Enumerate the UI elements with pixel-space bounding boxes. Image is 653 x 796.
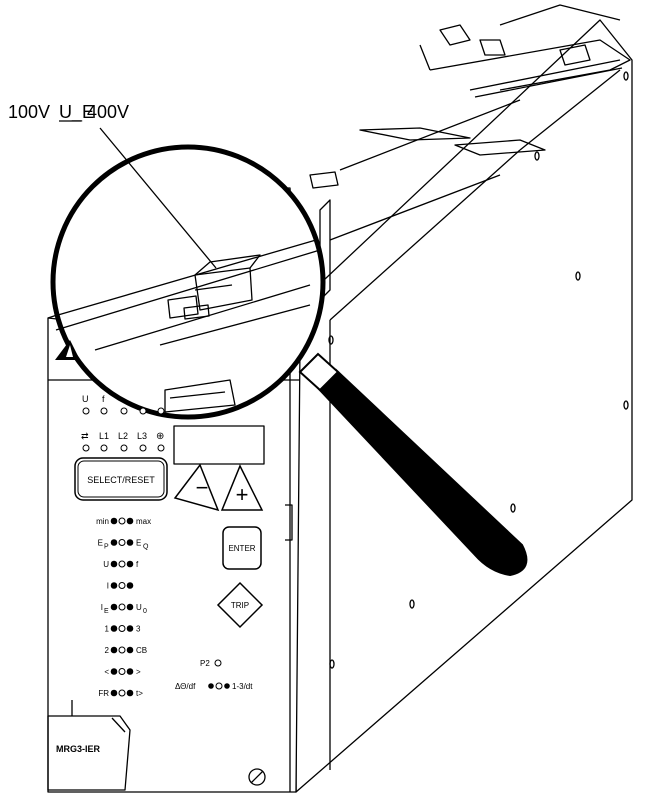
callout-label-prefix: 100V xyxy=(8,102,50,122)
led-label-arrows: ⇄ xyxy=(81,431,89,441)
indicator-label-left-8: FR xyxy=(98,689,109,698)
indicator-label-right-2: f xyxy=(136,560,139,569)
warning-triangle-icon xyxy=(55,340,80,360)
magnifier-handle xyxy=(316,368,528,577)
enter-label: ENTER xyxy=(228,544,255,553)
indicator-led-5-1 xyxy=(118,625,126,632)
dtheta-label: ΔΘ/df xyxy=(175,682,196,691)
chassis-screws xyxy=(328,71,629,669)
indicator-label-left-0: min xyxy=(96,517,109,526)
indicator-label-right-7: > xyxy=(136,668,141,677)
trip-button[interactable] xyxy=(216,581,264,629)
display-window xyxy=(173,425,265,465)
top-led-row-1 xyxy=(82,407,165,415)
indicator-led-7-2 xyxy=(126,668,134,675)
indicator-label-left-2: U xyxy=(103,560,109,569)
select-reset-label: SELECT/RESET xyxy=(87,475,155,485)
indicator-leds xyxy=(110,517,134,697)
indicator-label-left-6: 2 xyxy=(105,646,110,655)
indicator-led-6-0 xyxy=(110,646,118,654)
callout-label-middle: U_E xyxy=(59,102,94,123)
indicator-led-0-0 xyxy=(110,517,118,525)
indicator-led-5-2 xyxy=(126,625,134,632)
callout-leader xyxy=(99,127,217,269)
indicator-led-4-2 xyxy=(126,603,134,611)
indicator-led-6-2 xyxy=(126,646,134,654)
indicator-label-left-sub-1: P xyxy=(104,544,109,551)
indicator-led-8-0 xyxy=(110,689,118,697)
indicator-led-3-0 xyxy=(110,582,118,589)
plus-button[interactable] xyxy=(220,464,264,511)
indicator-label-right-1: E xyxy=(136,539,141,548)
dtheta-led-right xyxy=(224,683,230,689)
indicator-led-3-1 xyxy=(118,582,126,589)
chassis xyxy=(281,4,633,793)
enter-button[interactable] xyxy=(222,526,262,570)
indicator-led-1-2 xyxy=(126,539,134,546)
indicator-led-8-1 xyxy=(118,689,126,697)
indicator-led-7-0 xyxy=(110,668,118,675)
indicator-label-right-4: U xyxy=(136,603,142,612)
indicator-led-0-1 xyxy=(118,517,126,525)
indicator-label-right-sub-4: 0 xyxy=(143,608,147,615)
led-label-earth: ⊕ xyxy=(156,431,164,442)
trip-label: TRIP xyxy=(231,601,249,610)
indicator-led-6-1 xyxy=(118,646,126,654)
dt-label: 1-3/dt xyxy=(232,682,253,691)
indicator-led-0-2 xyxy=(126,517,134,525)
indicator-label-left-3: I xyxy=(107,582,109,591)
callout-label: 100V U_E 400V xyxy=(8,102,129,123)
indicator-label-right-sub-1: Q xyxy=(143,544,149,551)
led-label-l1: L1 xyxy=(99,431,109,441)
indicator-label-left-5: 1 xyxy=(105,625,110,634)
indicator-label-left-sub-4: E xyxy=(104,608,109,615)
indicator-label-left-7: < xyxy=(104,668,109,677)
magnifier-lens xyxy=(50,144,326,420)
indicator-led-5-0 xyxy=(110,625,118,632)
indicator-led-3-2 xyxy=(126,582,134,589)
indicator-led-4-0 xyxy=(110,603,118,611)
dtheta-led-left xyxy=(208,683,214,689)
minus-button[interactable] xyxy=(173,463,220,512)
select-reset-button[interactable] xyxy=(74,457,168,501)
plus-label: + xyxy=(236,482,249,507)
indicator-label-right-8: t> xyxy=(136,689,143,698)
dtheta-led-mid xyxy=(215,682,223,690)
indicator-label-right-5: 3 xyxy=(136,625,141,634)
callout-label-suffix: 400V xyxy=(87,102,129,122)
indicator-label-left-4: I xyxy=(101,603,103,612)
indicator-label-right-6: CB xyxy=(136,646,147,655)
indicator-led-2-0 xyxy=(110,560,118,568)
indicator-led-2-2 xyxy=(126,560,134,568)
indicator-led-4-1 xyxy=(118,603,126,611)
minus-label: − xyxy=(196,475,209,500)
led-label-f: f xyxy=(102,394,105,404)
top-led-row-2 xyxy=(82,444,165,452)
indicator-led-1-0 xyxy=(110,539,118,546)
panel-screw xyxy=(248,768,266,786)
led-label-l3: L3 xyxy=(137,431,147,441)
indicator-label-right-0: max xyxy=(136,517,151,526)
indicator-led-7-1 xyxy=(118,668,126,675)
led-label-l2: L2 xyxy=(118,431,128,441)
indicator-label-left-1: E xyxy=(98,539,103,548)
model-label: MRG3-IER xyxy=(56,744,101,754)
indicator-led-2-1 xyxy=(118,560,126,568)
indicator-led-8-2 xyxy=(126,689,134,697)
p2-label: P2 xyxy=(200,659,210,668)
p2-led xyxy=(214,659,222,667)
indicator-led-1-1 xyxy=(118,539,126,546)
led-label-u: U xyxy=(82,394,89,404)
